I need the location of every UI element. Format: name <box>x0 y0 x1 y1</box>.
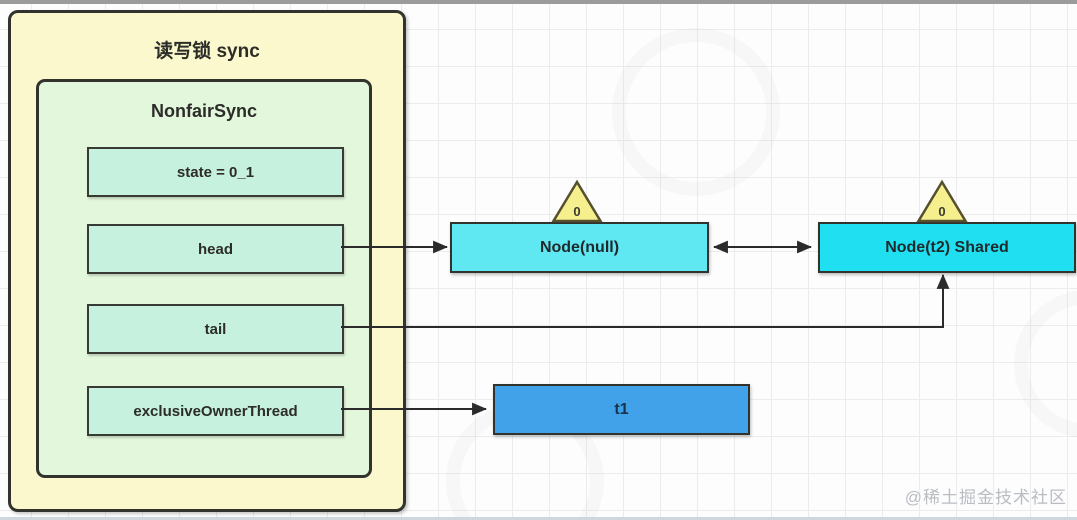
field-exclusive-owner-thread: exclusiveOwnerThread <box>87 386 344 436</box>
wait-status-triangle-icon: 0 <box>551 179 603 223</box>
thread-t1-box: t1 <box>493 384 750 435</box>
rw-lock-sync-title: 读写锁 sync <box>154 41 260 62</box>
node-t2-shared-box: Node(t2) Shared <box>818 222 1076 273</box>
field-state: state = 0_1 <box>87 147 344 197</box>
wait-status-triangle-icon: 0 <box>916 179 968 223</box>
field-head: head <box>87 224 344 274</box>
edge-tail-to-node-t2 <box>341 273 950 328</box>
nonfairsync-title: NonfairSync <box>150 101 258 121</box>
triangle-shape <box>551 179 603 223</box>
bottom-border-strip <box>0 517 1077 520</box>
triangle-shape <box>916 179 968 223</box>
watermark-circle <box>1014 290 1077 438</box>
watermark-circle <box>612 28 780 196</box>
watermark-credit: @稀土掘金技术社区 <box>904 488 1067 507</box>
node-null-box: Node(null) <box>450 222 709 273</box>
wait-status-value: 0 <box>573 204 580 219</box>
wait-status-value: 0 <box>938 204 945 219</box>
top-border-strip <box>0 0 1077 4</box>
field-tail: tail <box>87 304 344 354</box>
